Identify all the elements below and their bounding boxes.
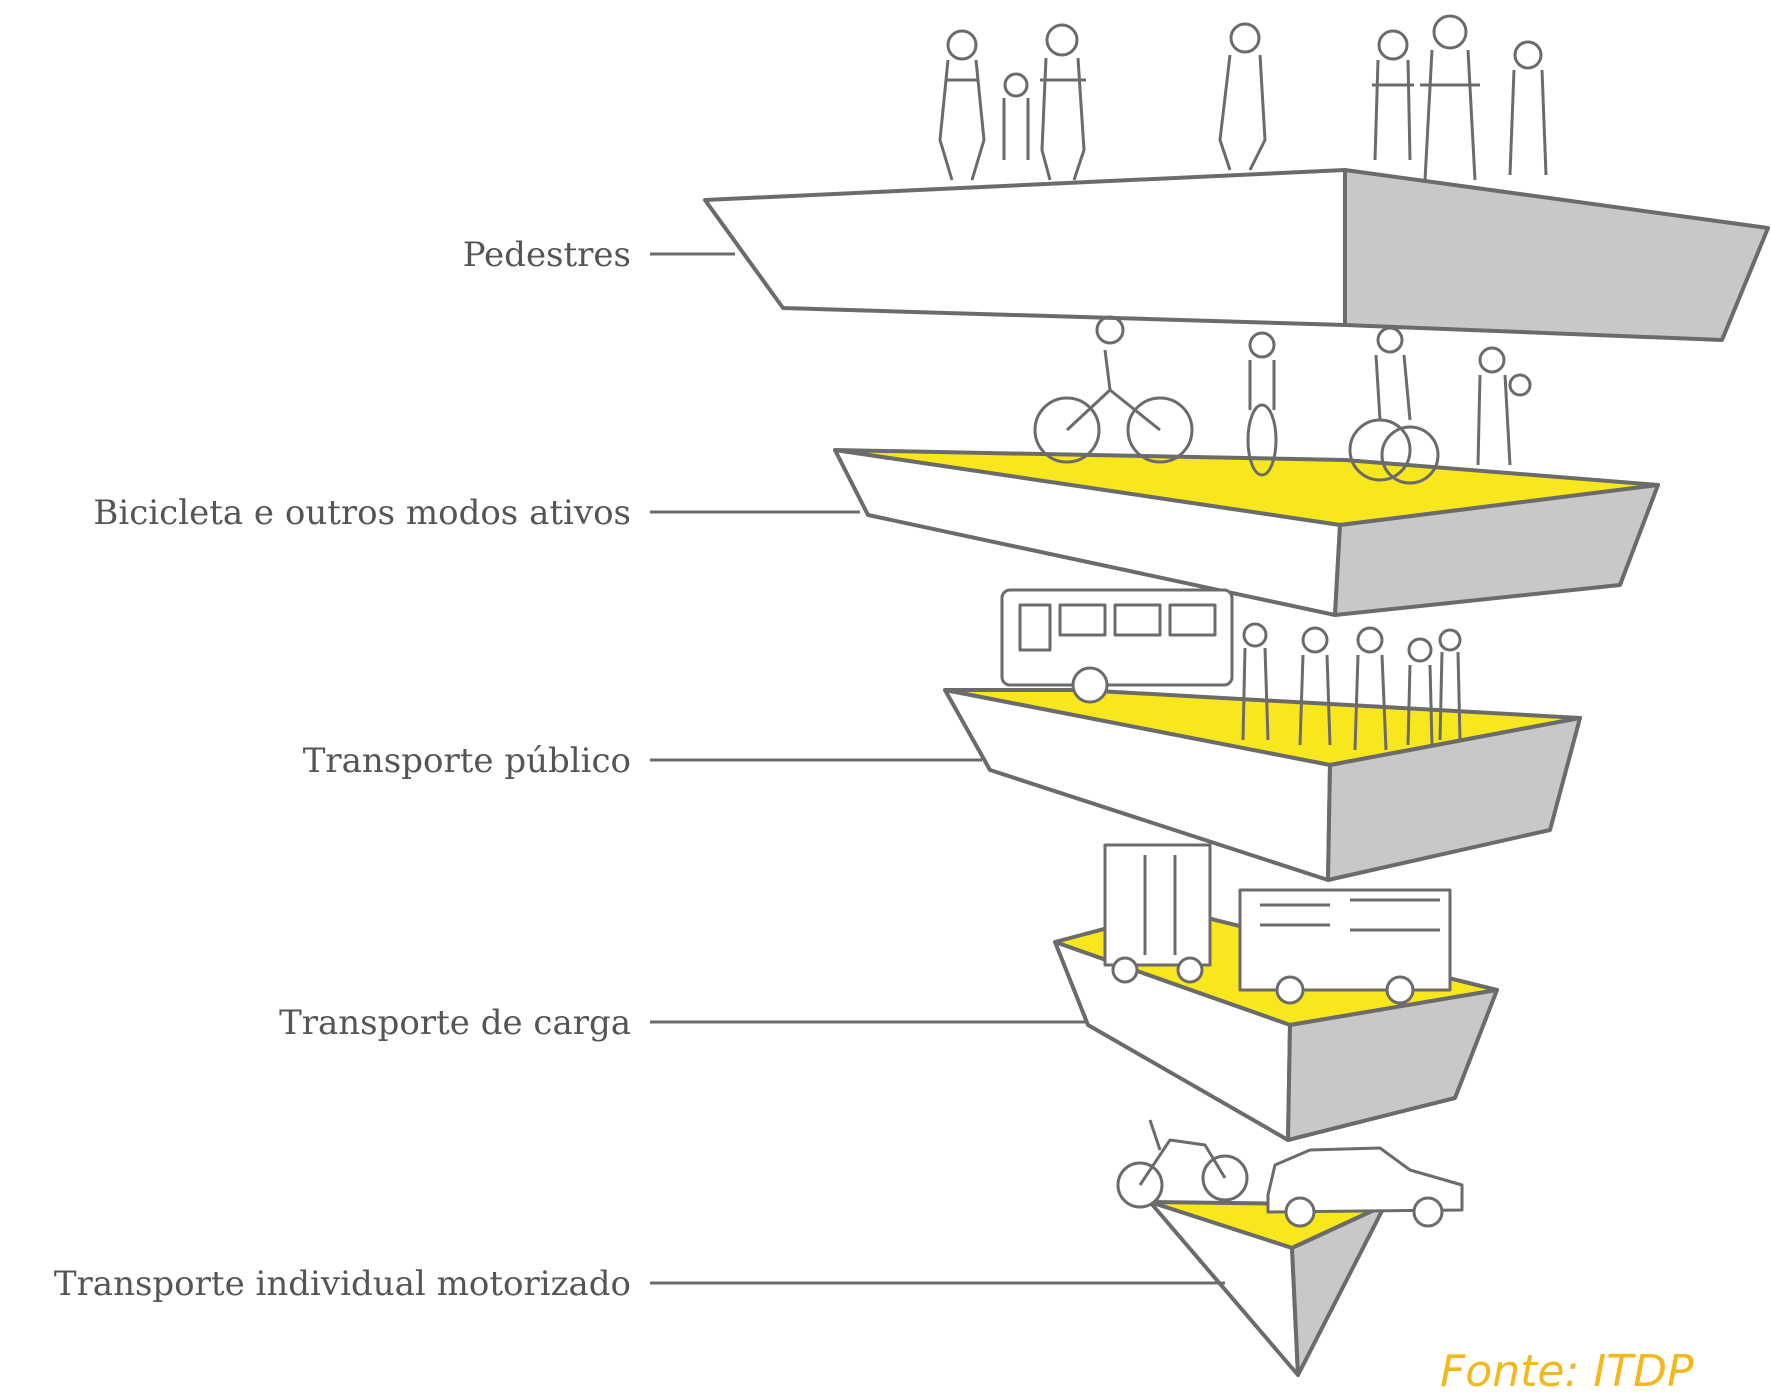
tier-label-private-vehicles: Transporte individual motorizado: [53, 1264, 631, 1304]
tier-public-transport: [943, 588, 1582, 882]
source-credit: Fonte: ITDP: [1440, 1346, 1694, 1397]
tier-label-pedestrians: Pedestres: [462, 235, 631, 275]
bus-icon: [1000, 588, 1234, 704]
truck-icon: [1103, 843, 1452, 1005]
tier-pedestrians: [703, 14, 1770, 342]
bicycles-icon: [1033, 315, 1532, 485]
tier-label-bicycles: Bicicleta e outros modos ativos: [93, 493, 631, 533]
tier-freight: [1053, 843, 1499, 1142]
tier-label-public-transport: Transporte público: [302, 741, 631, 781]
car-motorcycle-icon: [1116, 1119, 1464, 1228]
commuters-icon: [1241, 622, 1462, 751]
label-leader-lines: [650, 252, 1225, 1285]
pedestrians-icon: [938, 14, 1548, 181]
tier-bicycles: [833, 315, 1660, 617]
tier-label-freight: Transporte de carga: [279, 1003, 631, 1043]
tier-private-vehicles: [1116, 1119, 1464, 1377]
